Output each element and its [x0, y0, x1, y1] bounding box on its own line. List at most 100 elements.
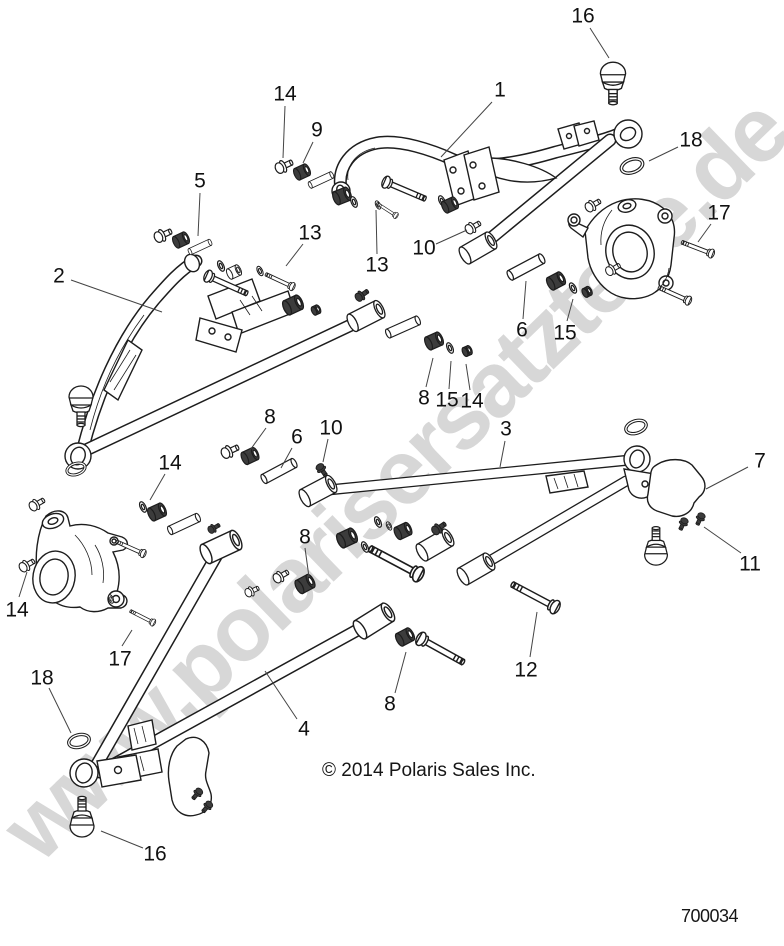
flange-screw	[272, 155, 296, 177]
callout-6: 6	[291, 426, 303, 449]
leader-line-2	[70, 279, 163, 313]
spacer-sleeve	[259, 456, 299, 486]
arm4-rear-pivot-hardware	[137, 500, 223, 536]
leader-line-1	[440, 101, 493, 158]
spacer-sleeve	[165, 512, 203, 536]
arm4-front-pivot-hardware	[393, 625, 469, 670]
bushing-cap	[422, 330, 446, 352]
spacer-sleeve	[306, 170, 336, 190]
callout-7: 7	[754, 450, 766, 473]
callout-5: 5	[194, 170, 206, 193]
callout-11: 11	[739, 553, 761, 576]
callout-18: 18	[679, 129, 702, 152]
lower-right-control-arm	[296, 416, 664, 588]
callout-8: 8	[418, 387, 430, 410]
bushing-cap	[224, 263, 244, 281]
flange-nut	[580, 284, 595, 299]
flange-screw	[151, 224, 175, 246]
arm2-front-pivot-hardware	[344, 286, 475, 358]
leader-line-13	[375, 209, 378, 255]
flange-screw	[218, 440, 242, 462]
bushing-cap	[391, 520, 415, 542]
spacer-sleeve	[505, 252, 547, 282]
pivot-bolt	[655, 282, 694, 307]
leader-line-8	[304, 547, 310, 578]
upper-left-control-arm	[63, 253, 373, 479]
leader-line-8	[247, 427, 267, 454]
leader-line-15	[448, 360, 452, 390]
callout-14: 14	[273, 83, 297, 106]
arm-mount-bracket	[195, 317, 243, 353]
arm3-lower-pivot-hardware	[242, 515, 450, 600]
leader-line-18	[648, 146, 679, 162]
flange-nut	[309, 303, 323, 317]
callout-18: 18	[30, 667, 53, 690]
bushing-cap	[544, 269, 568, 293]
callout-10: 10	[319, 417, 342, 440]
pivot-tube	[456, 229, 500, 267]
callout-3: 3	[500, 418, 512, 441]
leader-line-8	[425, 357, 434, 388]
callout-10: 10	[412, 237, 435, 260]
leader-line-18	[48, 687, 72, 734]
bushing-cap	[145, 501, 169, 523]
leader-line-16	[589, 27, 610, 59]
callout-6: 6	[516, 319, 528, 342]
guard-plate-right	[646, 458, 708, 533]
guard-plate-left	[167, 736, 215, 817]
leader-line-14	[149, 473, 166, 501]
flange-screw	[270, 566, 292, 586]
washer	[348, 195, 360, 209]
washer	[567, 281, 579, 295]
leader-line-4	[264, 670, 298, 720]
arm-gusset	[103, 338, 143, 402]
washer	[137, 500, 149, 514]
flange-screw	[462, 217, 484, 237]
leader-line-9	[302, 141, 314, 164]
callout-8: 8	[384, 693, 396, 716]
pivot-bolt-12	[507, 576, 564, 617]
leader-line-6	[280, 447, 293, 469]
o-ring	[617, 154, 647, 178]
bolt-13-left	[255, 264, 297, 293]
callout-14: 14	[5, 599, 29, 622]
right-steering-knuckle	[567, 195, 717, 307]
callout-1: 1	[494, 79, 506, 102]
pivot-tube	[350, 600, 398, 642]
callout-17: 17	[108, 648, 131, 671]
leader-line-7	[705, 466, 749, 490]
leader-line-10	[322, 438, 329, 463]
callout-8: 8	[264, 406, 276, 429]
arm3-upper-pivot-hardware	[218, 440, 331, 486]
ball-joint	[643, 525, 669, 566]
pivot-tube	[454, 550, 498, 588]
leader-line-16	[100, 830, 144, 849]
pivot-hardware-5	[151, 224, 244, 281]
bushing-cap	[170, 230, 192, 250]
arm-gusset	[127, 719, 157, 751]
leader-line-14	[18, 571, 28, 598]
leader-line-11	[703, 526, 742, 554]
callout-16: 16	[571, 5, 594, 28]
upper-right-control-arm	[331, 119, 643, 267]
callout-12: 12	[514, 659, 537, 682]
leader-line-15	[566, 298, 574, 322]
washer	[215, 259, 227, 273]
leader-line-13	[285, 243, 304, 267]
leader-line-6	[522, 280, 527, 320]
o-ring	[65, 730, 93, 752]
left-steering-knuckle	[16, 494, 158, 628]
bushing-cap	[393, 625, 417, 649]
leader-line-3	[499, 440, 506, 468]
callout-4: 4	[298, 718, 310, 741]
arm-gusset	[545, 470, 589, 494]
leader-line-12	[529, 611, 538, 658]
flange-screw	[26, 494, 48, 514]
spacer-sleeve	[186, 238, 214, 256]
flange-screw	[352, 286, 372, 304]
leader-line-17	[697, 223, 712, 243]
callout-2: 2	[53, 265, 65, 288]
pivot-bolt	[379, 174, 429, 206]
